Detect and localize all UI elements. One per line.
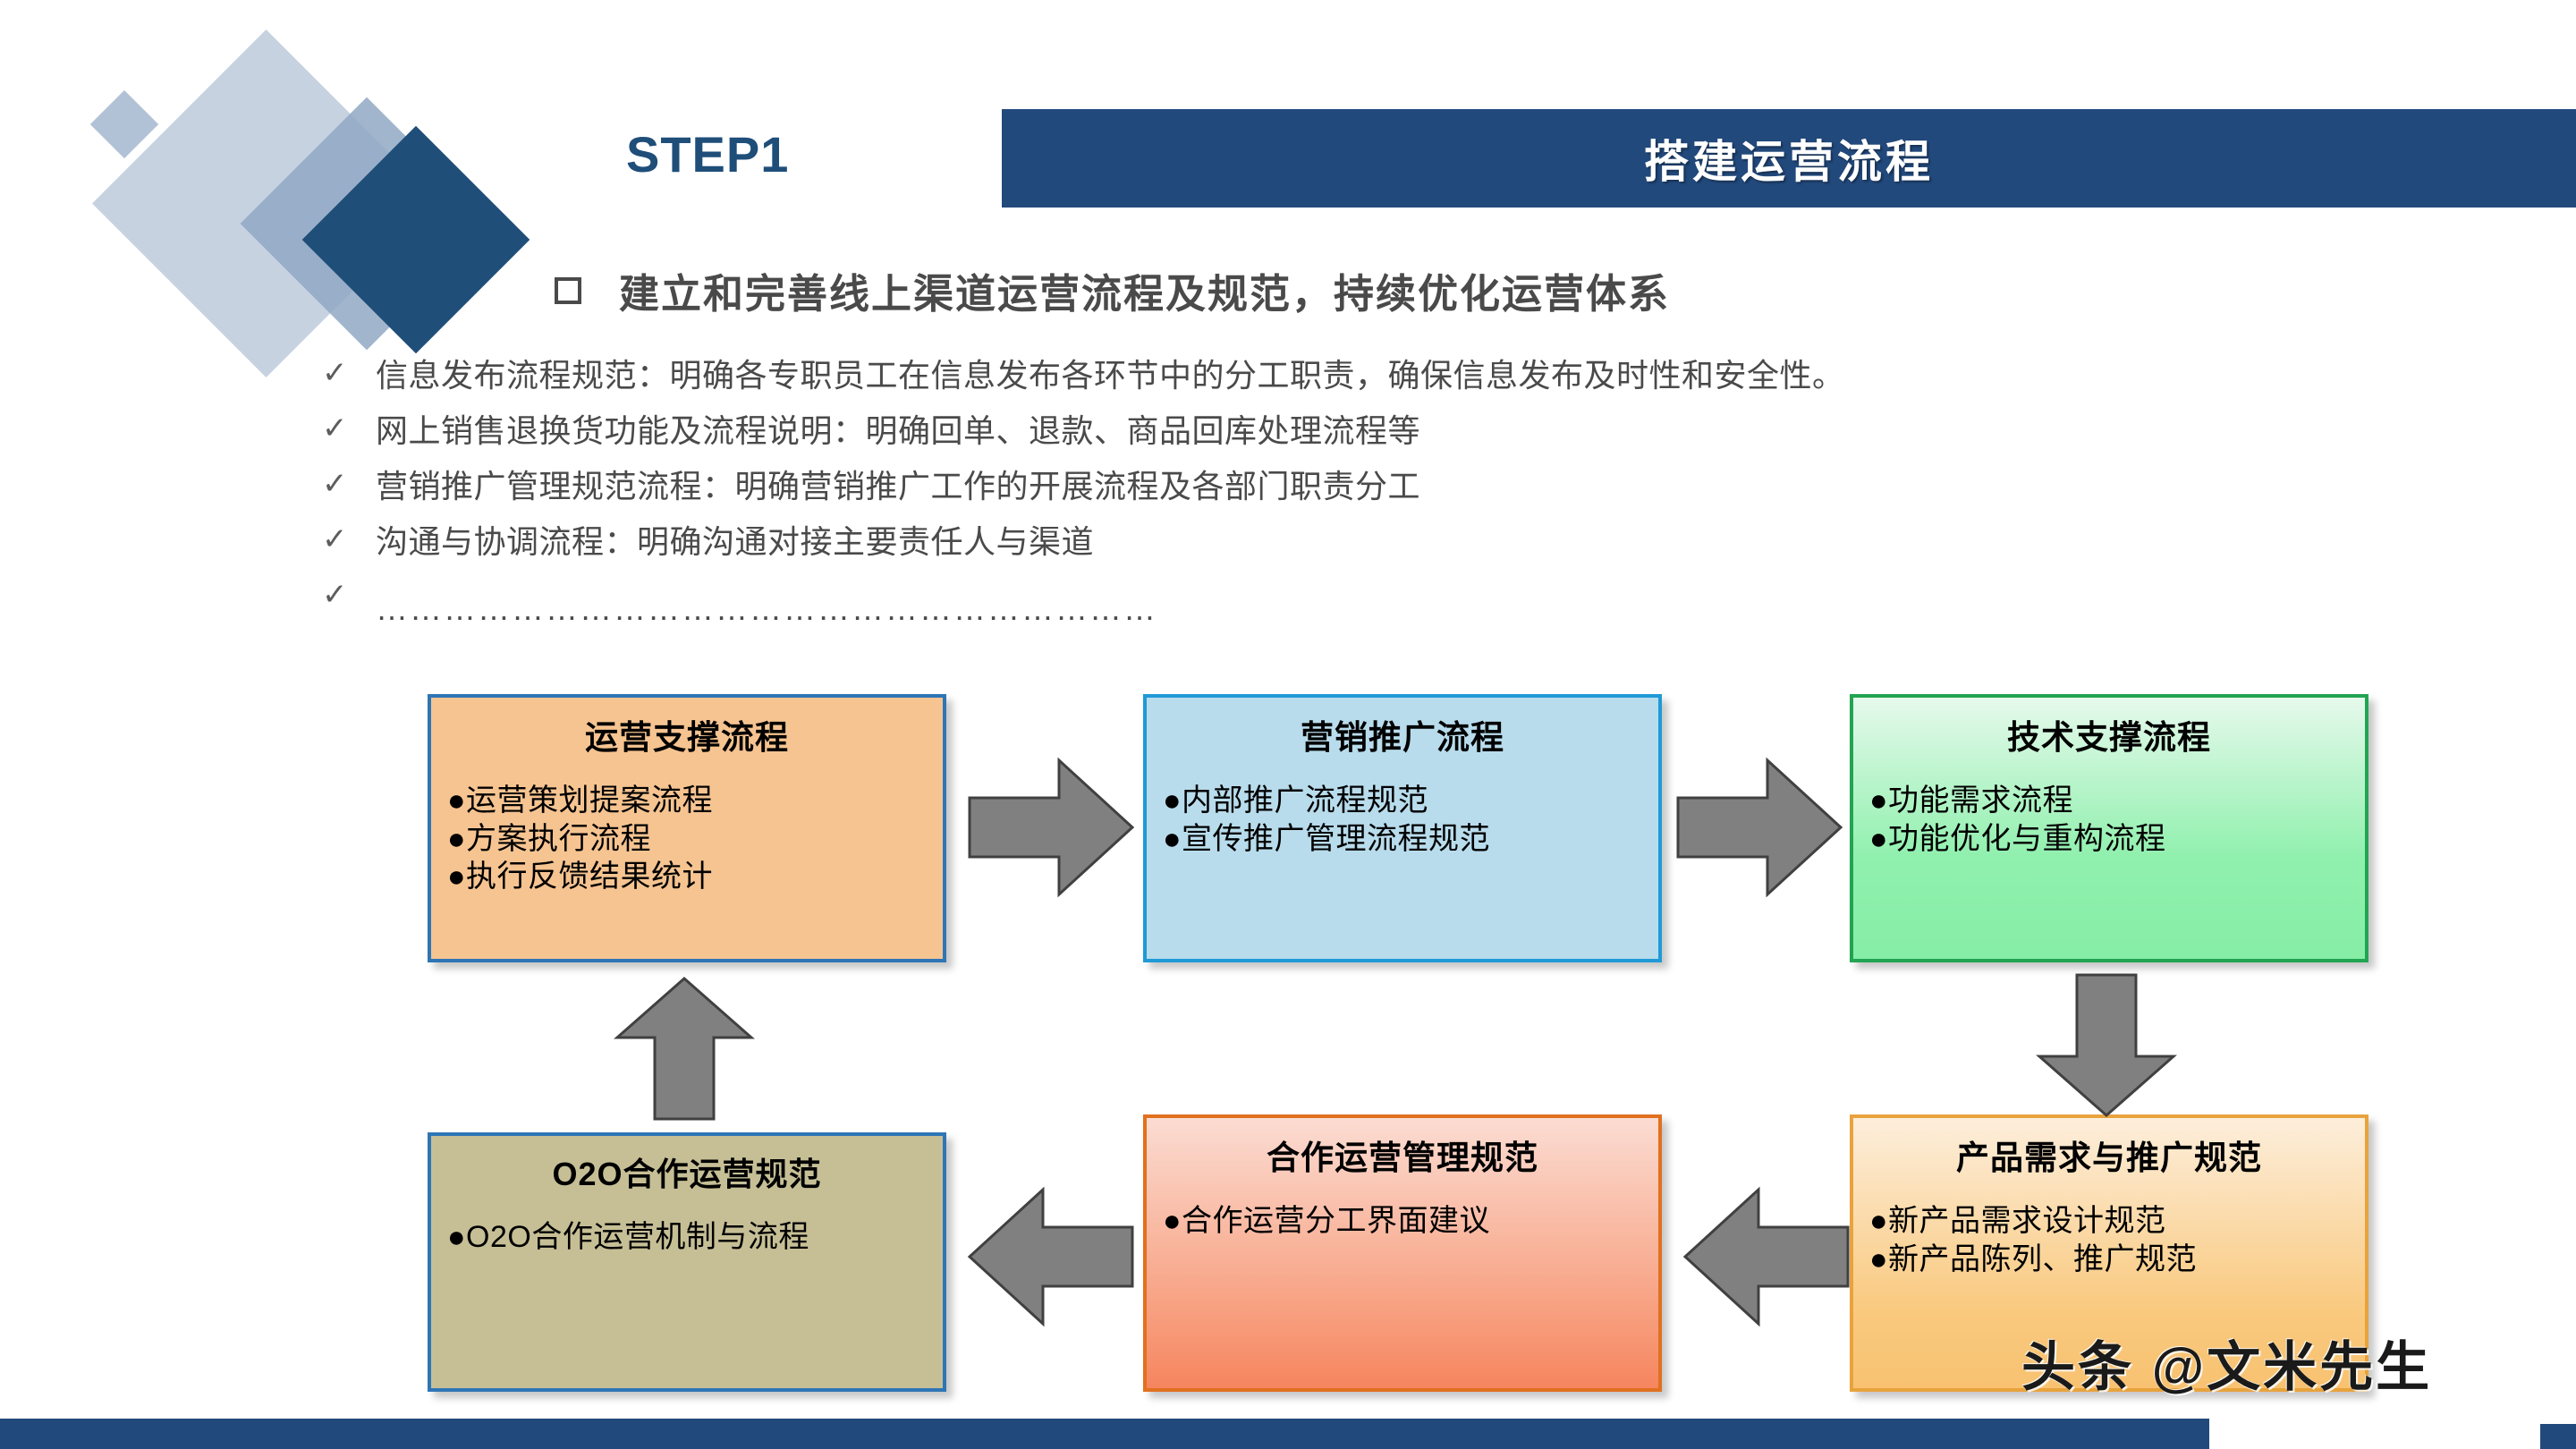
flow-node-item: ●O2O合作运营机制与流程 <box>447 1218 927 1257</box>
check-icon: ✓ <box>322 522 348 556</box>
flow-node-item-text: 合作运营分工界面建议 <box>1182 1204 1491 1238</box>
bullet-dot-icon: ● <box>1869 1241 1889 1276</box>
flow-node-item-text: 运营策划提案流程 <box>466 784 714 818</box>
flow-node-items: ●运营策划提案流程 ●方案执行流程 ●执行反馈结果统计 <box>447 782 927 896</box>
list-item-text: 沟通与协调流程：明确沟通对接主要责任人与渠道 <box>376 523 1095 560</box>
bullet-dot-icon: ● <box>447 860 467 894</box>
list-item-text: 网上销售退换货功能及流程说明：明确回单、退款、商品回库处理流程等 <box>376 412 1421 449</box>
arrow-right-icon <box>1676 757 1843 898</box>
flow-node-item: ●内部推广流程规范 <box>1163 782 1642 820</box>
flow-node-title: 合作运营管理规范 <box>1267 1140 1538 1176</box>
flow-node-item-text: O2O合作运营机制与流程 <box>466 1220 809 1254</box>
flow-node-item: ●方案执行流程 <box>447 820 927 859</box>
flow-node-o2o-cooperation[interactable]: O2O合作运营规范 ●O2O合作运营机制与流程 <box>428 1132 946 1392</box>
arrow-left-icon <box>1682 1186 1850 1327</box>
bullet-dot-icon: ● <box>1163 821 1182 856</box>
bullet-dot-icon: ● <box>1163 784 1182 818</box>
flow-node-title: 技术支撑流程 <box>2007 719 2211 756</box>
flow-node-item-text: 内部推广流程规范 <box>1182 784 1429 818</box>
flow-node-item: ●新产品需求设计规范 <box>1869 1202 2349 1241</box>
title-banner-text: 搭建运营流程 <box>1644 137 1934 187</box>
footer-bar <box>0 1419 2209 1449</box>
bullet-dot-icon: ● <box>447 821 467 856</box>
list-item: ✓ 信息发布流程规范：明确各专职员工在信息发布各环节中的分工职责，确保信息发布及… <box>322 356 2290 411</box>
flow-node-items: ●功能需求流程 ●功能优化与重构流程 <box>1869 782 2349 858</box>
flow-node-item-text: 宣传推广管理流程规范 <box>1182 821 1491 856</box>
flow-node-item-text: 新产品陈列、推广规范 <box>1888 1241 2198 1276</box>
flow-node-item: ●功能需求流程 <box>1869 782 2349 820</box>
check-icon: ✓ <box>322 411 348 445</box>
list-item-text: …………………………………………………………… <box>376 590 1157 627</box>
list-item-text: 营销推广管理规范流程：明确营销推广工作的开展流程及各部门职责分工 <box>376 468 1421 504</box>
flow-node-items: ●新产品需求设计规范 ●新产品陈列、推广规范 <box>1869 1202 2349 1278</box>
check-icon: ✓ <box>322 578 348 612</box>
flow-node-title: 运营支撑流程 <box>585 719 789 756</box>
arrow-up-icon <box>614 977 755 1121</box>
flow-node-item: ●新产品陈列、推广规范 <box>1869 1241 2349 1279</box>
flow-node-partner-operations[interactable]: 合作运营管理规范 ●合作运营分工界面建议 <box>1143 1114 1662 1392</box>
arrow-left-icon <box>967 1186 1134 1327</box>
flow-node-item-text: 执行反馈结果统计 <box>466 860 714 894</box>
arrow-right-icon <box>968 757 1135 898</box>
list-item: ✓ 网上销售退换货功能及流程说明：明确回单、退款、商品回库处理流程等 <box>322 411 2290 467</box>
arrow-down-icon <box>2036 973 2177 1117</box>
section-heading-text: 建立和完善线上渠道运营流程及规范，持续优化运营体系 <box>619 271 1671 317</box>
footer-bar-accent <box>2540 1424 2576 1449</box>
flow-node-item: ●宣传推广管理流程规范 <box>1163 820 1642 859</box>
flow-node-item-text: 功能需求流程 <box>1888 784 2074 818</box>
list-item-text: 信息发布流程规范：明确各专职员工在信息发布各环节中的分工职责，确保信息发布及时性… <box>376 357 1845 394</box>
list-item: ✓ 营销推广管理规范流程：明确营销推广工作的开展流程及各部门职责分工 <box>322 467 2290 522</box>
flow-node-item-text: 功能优化与重构流程 <box>1888 821 2166 856</box>
bullet-dot-icon: ● <box>447 1220 467 1254</box>
bullet-dot-icon: ● <box>1869 784 1889 818</box>
bullet-dot-icon: ● <box>1869 821 1889 856</box>
check-icon: ✓ <box>322 467 348 501</box>
flow-node-item: ●合作运营分工界面建议 <box>1163 1202 1642 1241</box>
flow-node-item: ●执行反馈结果统计 <box>447 858 927 896</box>
list-item: ✓ 沟通与协调流程：明确沟通对接主要责任人与渠道 <box>322 522 2290 578</box>
flow-node-title: O2O合作运营规范 <box>552 1156 822 1192</box>
title-banner: 搭建运营流程 <box>1002 109 2576 208</box>
flow-node-item-text: 新产品需求设计规范 <box>1888 1204 2166 1238</box>
flow-node-title: 营销推广流程 <box>1301 719 1504 756</box>
step-label: STEP1 <box>626 126 790 182</box>
section-heading: 建立和完善线上渠道运营流程及规范，持续优化运营体系 <box>555 261 1670 319</box>
flow-node-marketing-promotion[interactable]: 营销推广流程 ●内部推广流程规范 ●宣传推广管理流程规范 <box>1143 694 1662 962</box>
bullet-list: ✓ 信息发布流程规范：明确各专职员工在信息发布各环节中的分工职责，确保信息发布及… <box>322 356 2290 633</box>
square-outline-bullet-icon <box>555 276 581 304</box>
flow-node-operations-support[interactable]: 运营支撑流程 ●运营策划提案流程 ●方案执行流程 ●执行反馈结果统计 <box>428 694 946 962</box>
flow-node-item: ●功能优化与重构流程 <box>1869 820 2349 859</box>
flow-node-items: ●合作运营分工界面建议 <box>1163 1202 1642 1241</box>
flow-node-items: ●内部推广流程规范 ●宣传推广管理流程规范 <box>1163 782 1642 858</box>
flow-node-item-text: 方案执行流程 <box>466 821 652 856</box>
watermark: 头条 @文米先生 <box>2021 1337 2433 1397</box>
flow-node-tech-support[interactable]: 技术支撑流程 ●功能需求流程 ●功能优化与重构流程 <box>1850 694 2368 962</box>
bullet-dot-icon: ● <box>1163 1204 1182 1238</box>
bullet-dot-icon: ● <box>447 784 467 818</box>
flow-node-item: ●运营策划提案流程 <box>447 782 927 820</box>
check-icon: ✓ <box>322 356 348 390</box>
flow-node-product-requirements[interactable]: 产品需求与推广规范 ●新产品需求设计规范 ●新产品陈列、推广规范 <box>1850 1114 2368 1392</box>
bullet-dot-icon: ● <box>1869 1204 1889 1238</box>
flow-node-title: 产品需求与推广规范 <box>1956 1140 2262 1176</box>
list-item: ✓ …………………………………………………………… <box>322 578 2290 633</box>
flow-node-items: ●O2O合作运营机制与流程 <box>447 1218 927 1257</box>
